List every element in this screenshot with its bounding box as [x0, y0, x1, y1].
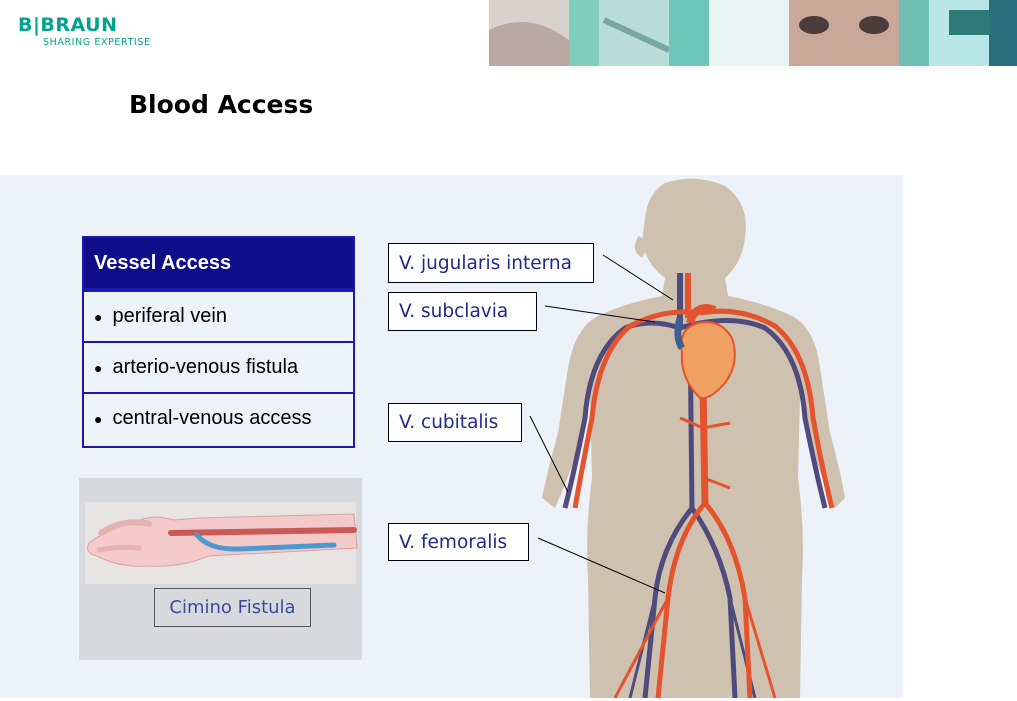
leader-line-subclavia	[544, 305, 656, 323]
leader-line-jugularis	[602, 254, 674, 301]
vessel-access-item: ● arterio-venous fistula	[84, 341, 353, 392]
bullet-icon: ●	[94, 410, 103, 427]
vessel-access-item-label: periferal vein	[112, 305, 227, 327]
bullet-icon: ●	[94, 359, 103, 376]
label-cubitalis: V. cubitalis	[388, 403, 522, 442]
logo-wordmark: B|BRAUN	[18, 14, 118, 36]
vessel-access-item-label: arterio-venous fistula	[112, 356, 299, 378]
leader-line-femoralis	[537, 537, 666, 594]
leader-line-cubitalis	[529, 415, 569, 493]
label-femoralis: V. femoralis	[388, 523, 529, 561]
bbraun-logo: B|BRAUN SHARING EXPERTISE	[18, 14, 151, 48]
cimino-fistula-label: Cimino Fistula	[154, 588, 311, 627]
header-photo-strip	[489, 0, 1017, 66]
label-jugularis-interna: V. jugularis interna	[388, 243, 594, 283]
circulatory-body-illustration	[542, 178, 845, 698]
vessel-access-table: Vessel Access ● periferal vein ● arterio…	[82, 236, 355, 448]
vessel-access-item: ● periferal vein	[84, 290, 353, 341]
page-title: Blood Access	[129, 90, 314, 119]
bullet-icon: ●	[94, 308, 103, 325]
vessel-access-header: Vessel Access	[84, 238, 353, 290]
vessel-access-item: ● central-venous access	[84, 392, 353, 443]
label-subclavia: V. subclavia	[388, 292, 537, 331]
forearm-illustration	[85, 502, 358, 584]
fistula-illustration-box	[79, 478, 362, 660]
logo-tagline: SHARING EXPERTISE	[43, 37, 151, 48]
vessel-access-item-label: central-venous access	[112, 407, 312, 429]
